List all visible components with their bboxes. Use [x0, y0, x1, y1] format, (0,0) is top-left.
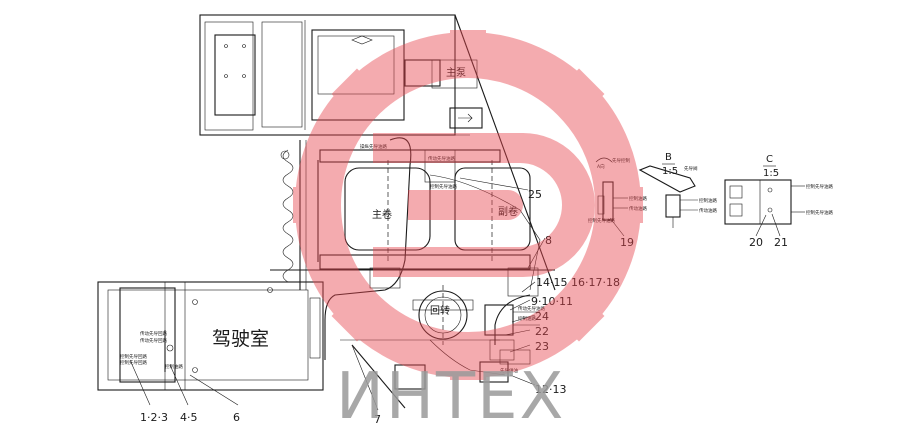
callout-14-18: 14·15 16·17·18 [536, 276, 620, 289]
callout-8: 8 [545, 234, 552, 247]
detail-c-scale: 1:5 [763, 168, 779, 179]
svg-text:传动先导回路: 传动先导回路 [140, 330, 167, 337]
callout-21: 21 [774, 236, 788, 249]
svg-text:传动先导油路: 传动先导油路 [518, 305, 545, 312]
svg-text:先导阀: 先导阀 [684, 165, 698, 172]
svg-text:控制油路: 控制油路 [165, 363, 183, 370]
leader-lines [129, 177, 781, 411]
main-winch-label: 主卷 [372, 208, 392, 221]
svg-text:控制油路: 控制油路 [518, 315, 536, 322]
coiled-hose [280, 149, 294, 283]
detail-c-title: C [766, 154, 773, 165]
cab-label: 驾驶室 [212, 328, 269, 350]
callout-19: 19 [620, 236, 634, 249]
svg-text:控制油路: 控制油路 [699, 197, 717, 204]
callout-22: 22 [535, 325, 549, 338]
callout-23: 23 [535, 340, 549, 353]
callout-7: 7 [374, 413, 381, 426]
view-mark: A向 [597, 163, 605, 170]
sub-winch-label: 副卷 [498, 205, 518, 218]
hydraulic-hoses [324, 137, 541, 376]
watermark-gear-logo [293, 30, 643, 380]
callout-9-10-11: 9·10·11 [531, 295, 573, 308]
svg-text:控制先导油路: 控制先导油路 [430, 183, 457, 190]
slewing-label: 回转 [430, 304, 450, 317]
callout-24: 24 [535, 310, 549, 323]
callout-20: 20 [749, 236, 763, 249]
svg-text:控制先导油路: 控制先导油路 [806, 183, 833, 190]
detail-b: B 1:5 控制油路 传动油路 先导阀 [638, 152, 717, 228]
detail-c: C 1:5 控制先导油路 控制先导油路 [724, 154, 833, 225]
callout-1-2-3: 1·2·3 [140, 411, 168, 424]
svg-text:传动先导回路: 传动先导回路 [140, 337, 167, 344]
svg-text:先导控制: 先导控制 [612, 157, 630, 164]
watermark-text: ИНТЕХ [336, 360, 565, 434]
callout-6: 6 [233, 411, 240, 424]
callout-4-5: 4·5 [180, 411, 198, 424]
machinery-house [199, 14, 556, 291]
svg-text:先导供油: 先导供油 [500, 367, 518, 374]
callout-25: 25 [528, 188, 542, 201]
slewing-ring [412, 285, 474, 345]
main-pump-label: 主泵 [446, 67, 466, 79]
svg-text:控制先导油路: 控制先导油路 [806, 209, 833, 216]
svg-text:操纵先导油路: 操纵先导油路 [360, 143, 387, 150]
callout-12-13: 12·13 [535, 383, 567, 396]
annotations-upper: 操纵先导油路 传动先导油路 控制先导油路 [360, 143, 457, 190]
svg-text:传动油路: 传动油路 [629, 205, 647, 212]
svg-text:控制油路: 控制油路 [629, 195, 647, 202]
pedestal [340, 339, 500, 409]
svg-text:控制先导油路: 控制先导油路 [588, 217, 615, 224]
detail-b-title: B [665, 152, 672, 163]
cab-outline: 传动先导回路 传动先导回路 控制先导回路 控制先导回路 控制油路 [97, 281, 324, 391]
svg-text:传动先导油路: 传动先导油路 [428, 155, 455, 162]
detail-a: 先导控制 控制油路 传动油路 控制先导油路 [588, 157, 647, 224]
svg-text:传动油路: 传动油路 [699, 207, 717, 214]
svg-text:控制先导回路: 控制先导回路 [120, 353, 147, 360]
svg-text:控制先导回路: 控制先导回路 [120, 359, 147, 366]
